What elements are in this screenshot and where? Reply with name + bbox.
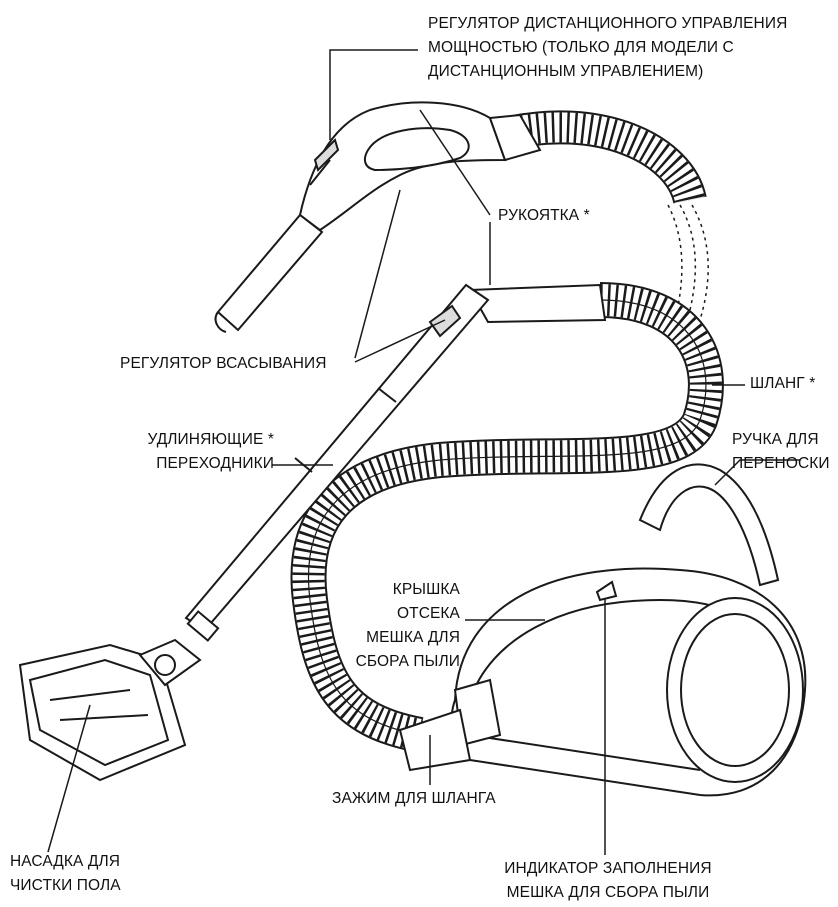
extension-tubes-label: УДЛИНЯЮЩИЕ * ПЕРЕХОДНИКИ: [142, 428, 274, 476]
carry-handle-label: РУЧКА ДЛЯ ПЕРЕНОСКИ: [732, 428, 830, 476]
carry-handle-line-2: ПЕРЕНОСКИ: [732, 452, 830, 476]
suction-regulator-label: РЕГУЛЯТОР ВСАСЫВАНИЯ: [120, 352, 327, 376]
remote-control-line-3: ДИСТАНЦИОННЫМ УПРАВЛЕНИЕМ): [428, 60, 787, 84]
bag-cover-line-2: ОТСЕКА: [340, 602, 460, 626]
remote-control-line-2: МОЩНОСТЬЮ (ТОЛЬКО ДЛЯ МОДЕЛИ С: [428, 36, 787, 60]
extension-tubes-line-2: ПЕРЕХОДНИКИ: [142, 452, 274, 476]
floor-nozzle-label: НАСАДКА ДЛЯ ЧИСТКИ ПОЛА: [10, 850, 121, 898]
bag-cover-line-1: КРЫШКА: [340, 578, 460, 602]
floor-nozzle-line-1: НАСАДКА ДЛЯ: [10, 850, 121, 874]
remote-control-line-1: РЕГУЛЯТОР ДИСТАНЦИОННОГО УПРАВЛЕНИЯ: [428, 12, 787, 36]
floor-nozzle-line-2: ЧИСТКИ ПОЛА: [10, 874, 121, 898]
carry-handle-line-1: РУЧКА ДЛЯ: [732, 428, 830, 452]
bag-cover-line-4: СБОРА ПЫЛИ: [340, 650, 460, 674]
vacuum-body: [400, 464, 805, 795]
hose-clamp-label: ЗАЖИМ ДЛЯ ШЛАНГА: [332, 787, 496, 811]
hose-label: ШЛАНГ *: [750, 372, 815, 396]
extension-tubes-line-1: УДЛИНЯЮЩИЕ *: [142, 428, 274, 452]
floor-nozzle: [20, 640, 200, 780]
bag-cover-line-3: МЕШКА ДЛЯ: [340, 626, 460, 650]
bag-indicator-label: ИНДИКАТОР ЗАПОЛНЕНИЯ МЕШКА ДЛЯ СБОРА ПЫЛ…: [488, 857, 728, 905]
remote-control-label: РЕГУЛЯТОР ДИСТАНЦИОННОГО УПРАВЛЕНИЯ МОЩН…: [428, 12, 787, 84]
bag-indicator-line-1: ИНДИКАТОР ЗАПОЛНЕНИЯ: [488, 857, 728, 881]
bag-indicator-line-2: МЕШКА ДЛЯ СБОРА ПЫЛИ: [488, 881, 728, 905]
handle-label: РУКОЯТКА *: [498, 204, 590, 228]
bag-cover-label: КРЫШКА ОТСЕКА МЕШКА ДЛЯ СБОРА ПЫЛИ: [340, 578, 460, 674]
